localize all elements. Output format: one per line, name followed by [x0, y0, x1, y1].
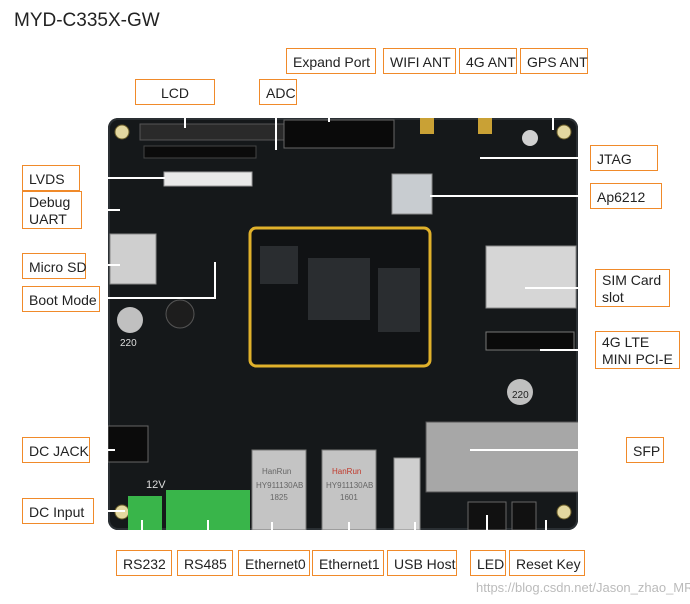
4g-ant-connector [478, 118, 492, 134]
mounting-hole [114, 124, 130, 140]
emmc-chip [260, 246, 298, 284]
label-adc: ADC [259, 79, 297, 105]
expand-port-header [283, 119, 395, 149]
label-ap6212: Ap6212 [590, 183, 662, 209]
capacitor-label: 220 [512, 390, 529, 401]
sim-card-slot [485, 245, 577, 309]
label-lcd: LCD [135, 79, 215, 105]
label-micro-sd: Micro SD [22, 253, 87, 279]
label-ethernet1: Ethernet1 [312, 550, 384, 576]
lcd-fpc [143, 145, 257, 159]
ap6212-module [391, 173, 433, 215]
mini-pcie-slot [485, 331, 575, 351]
buzzer [165, 299, 195, 329]
label-rs232: RS232 [116, 550, 172, 576]
label-dc-input: DC Input [22, 498, 94, 524]
label-gps-ant: GPS ANT [520, 48, 588, 74]
watermark: https://blog.csdn.net/Jason_zhao_MR [476, 580, 690, 595]
mounting-hole [556, 504, 572, 520]
gps-ant-connector [522, 130, 538, 146]
memory-chip [378, 268, 420, 332]
label-boot-mode: Boot Mode [22, 286, 100, 312]
page-title: MYD-C335X-GW [14, 10, 160, 31]
capacitor-label: 220 [120, 338, 137, 349]
eth0-brand: HanRun [262, 467, 291, 476]
capacitor [507, 379, 533, 405]
label-expand-port: Expand Port [286, 48, 376, 74]
mounting-hole [556, 124, 572, 140]
label-debug-uart: Debug UART [22, 191, 82, 229]
label-usb-host: USB Host [387, 550, 457, 576]
wifi-ant-connector [420, 118, 434, 134]
board-image: 220 220 HanRun HY911130AB 1825 HanRun HY… [108, 118, 578, 530]
label-jtag: JTAG [590, 145, 658, 171]
eth0-model: HY911130AB [256, 481, 303, 490]
usb-host-port [393, 457, 421, 530]
label-dc-jack: DC JACK [22, 437, 90, 463]
label-sim-card-slot: SIM Card slot [595, 269, 670, 307]
micro-sd-slot [109, 233, 157, 285]
dc-input-terminal [128, 496, 162, 530]
board-drawing: 220 220 HanRun HY911130AB 1825 HanRun HY… [108, 118, 578, 530]
ethernet0-jack [251, 449, 307, 530]
capacitor [117, 307, 143, 333]
voltage-label: 12V [146, 479, 166, 491]
reset-key [511, 501, 537, 530]
eth1-code: 1601 [340, 493, 358, 502]
cpu-chip [308, 258, 370, 320]
label-sfp: SFP [626, 437, 664, 463]
label-wifi-ant: WIFI ANT [383, 48, 456, 74]
label-reset-key: Reset Key [509, 550, 585, 576]
label-4g-lte: 4G LTE MINI PCI-E [595, 331, 680, 369]
label-led: LED [470, 550, 506, 576]
eth0-code: 1825 [270, 493, 288, 502]
label-lvds: LVDS [22, 165, 80, 191]
label-ethernet0: Ethernet0 [238, 550, 310, 576]
ethernet1-jack [321, 449, 377, 530]
label-rs485: RS485 [177, 550, 233, 576]
sfp-cage [425, 421, 578, 493]
label-4g-ant: 4G ANT [459, 48, 517, 74]
dc-jack [108, 425, 149, 463]
eth1-brand: HanRun [332, 467, 361, 476]
eth1-model: HY911130AB [326, 481, 373, 490]
